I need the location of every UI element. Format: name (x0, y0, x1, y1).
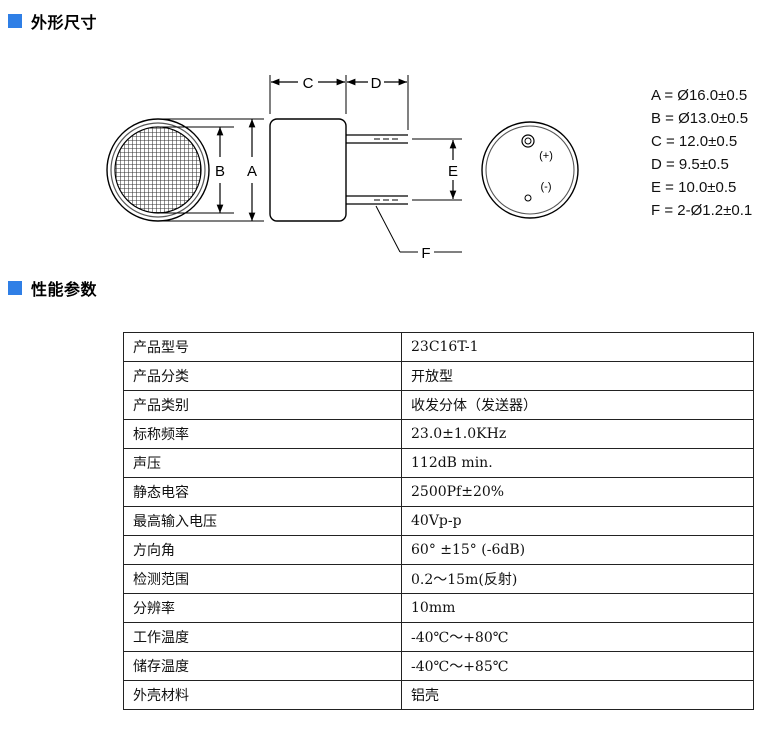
label-b: B (215, 163, 225, 180)
spec-value: 收发分体（发送器） (401, 390, 754, 420)
label-e: E (448, 163, 458, 180)
spec-key: 方向角 (123, 535, 402, 565)
spec-value: 60° ±15° (-6dB) (401, 535, 754, 565)
dimension-item: E = 10.0±0.5 (651, 179, 737, 196)
spec-key: 最高输入电压 (123, 506, 402, 536)
label-c: C (303, 75, 314, 92)
spec-key: 分辨率 (123, 593, 402, 623)
dimension-legend: A = Ø16.0±0.5 B = Ø13.0±0.5 C = 12.0±0.5… (651, 84, 752, 222)
table-row: 工作温度-40℃～+80℃ (123, 622, 754, 652)
dimension-drawing: B A C D E F (106, 75, 579, 262)
spec-value: 0.2～15m(反射) (401, 564, 754, 594)
spec-value: 40Vp-p (401, 506, 754, 536)
dimension-item: B = Ø13.0±0.5 (651, 110, 749, 127)
dimension-item: C = 12.0±0.5 (651, 133, 738, 150)
spec-key: 产品类别 (123, 390, 402, 420)
label-minus: (-) (541, 181, 552, 193)
dimension-item: A = Ø16.0±0.5 (651, 87, 748, 104)
spec-key: 产品型号 (123, 332, 402, 362)
sensor-body (269, 118, 347, 222)
mesh-grille (114, 126, 202, 214)
spec-value: -40℃～+80℃ (401, 622, 754, 652)
table-row: 产品类别收发分体（发送器） (123, 390, 754, 420)
spec-key: 产品分类 (123, 361, 402, 391)
spec-key: 静态电容 (123, 477, 402, 507)
spec-key: 外壳材料 (123, 680, 402, 710)
label-d: D (371, 75, 382, 92)
blue-square-icon (8, 14, 22, 28)
dimension-item: F = 2-Ø1.2±0.1 (651, 202, 753, 219)
section-heading-performance: 性能参数 (8, 276, 97, 300)
negative-pin (524, 194, 532, 202)
spec-value: 铝壳 (401, 680, 754, 710)
spec-value: 23C16T-1 (401, 332, 754, 362)
dimension-item: D = 9.5±0.5 (651, 156, 729, 173)
table-row: 外壳材料铝壳 (123, 680, 754, 710)
section-heading-dimensions: 外形尺寸 (8, 9, 97, 33)
blue-square-icon (8, 281, 22, 295)
front-view: B A (106, 118, 264, 222)
spec-key: 标称频率 (123, 419, 402, 449)
table-row: 储存温度-40℃～+85℃ (123, 651, 754, 681)
label-plus: (+) (539, 150, 553, 162)
back-view: (+) (-) (481, 121, 579, 219)
spec-value: 2500Pf±20% (401, 477, 754, 507)
label-a: A (247, 163, 257, 180)
label-f: F (421, 245, 430, 262)
table-row: 产品分类开放型 (123, 361, 754, 391)
spec-value: 112dB min. (401, 448, 754, 478)
spec-key: 工作温度 (123, 622, 402, 652)
section-title: 外形尺寸 (31, 13, 98, 32)
spec-value: 10mm (401, 593, 754, 623)
spec-key: 声压 (123, 448, 402, 478)
spec-key: 检测范围 (123, 564, 402, 594)
spec-value: 开放型 (401, 361, 754, 391)
side-view: C D E F (269, 75, 462, 262)
spec-key: 储存温度 (123, 651, 402, 681)
spec-value: -40℃～+85℃ (401, 651, 754, 681)
spec-value: 23.0±1.0KHz (401, 419, 754, 449)
section-title: 性能参数 (31, 280, 98, 299)
